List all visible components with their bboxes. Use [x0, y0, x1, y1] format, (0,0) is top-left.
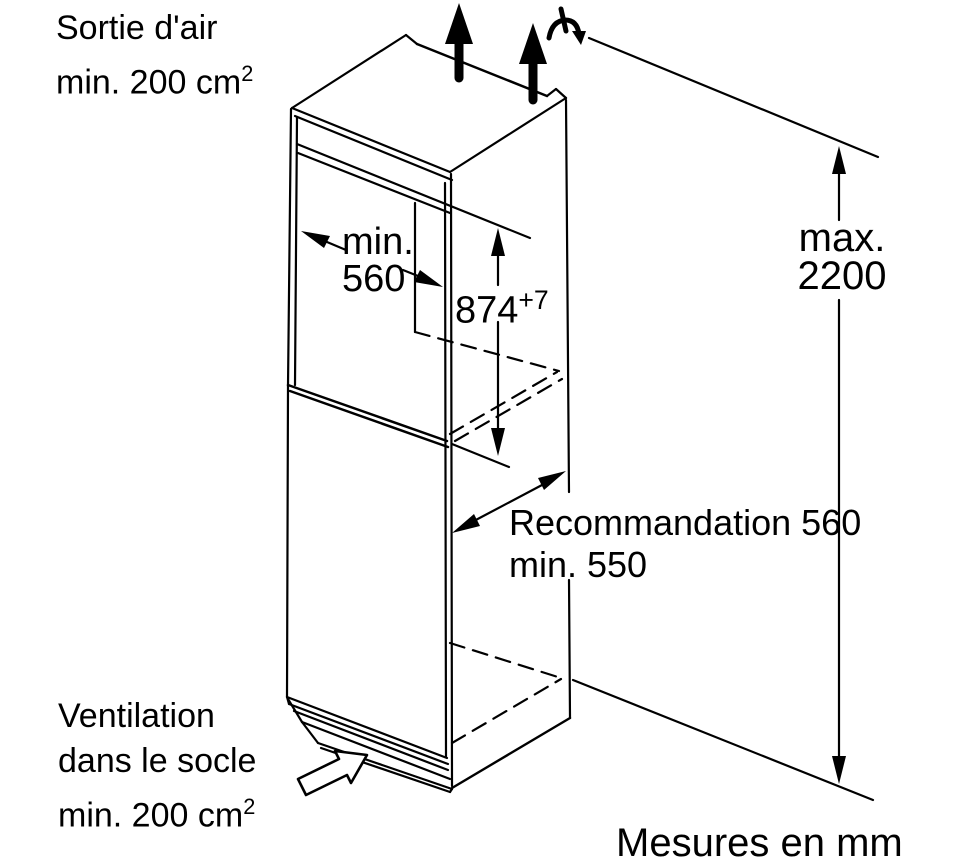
niche-width-line1: min. [342, 221, 414, 263]
airflow-up-arrow-icons [445, 3, 547, 105]
base-hidden-edges [448, 641, 563, 745]
niche-width-line2: 560 [342, 258, 406, 300]
air-outlet-line2: min. 200 cm2 [56, 61, 254, 102]
niche-width-dimension [301, 231, 443, 287]
right-side-panel [450, 98, 572, 790]
total-height-label: max. 2200 [792, 216, 892, 298]
total-height-line2: 2200 [797, 254, 887, 298]
total-height-line1: max. [798, 216, 886, 260]
height-dimension [571, 36, 880, 802]
niche-height-tolerance: +7 [518, 285, 549, 315]
airflow-over-icon [546, 6, 586, 45]
cabinet-top-face [290, 33, 568, 182]
ventilation-arrow-icon [296, 749, 369, 797]
upper-niche-front-frame [286, 107, 532, 788]
depth-label: Recommandation 560 min. 550 [509, 502, 861, 586]
niche-interior-edges [286, 201, 511, 469]
units-note: Mesures en mm [616, 821, 903, 861]
base-vent-line1: Ventilation [58, 697, 215, 735]
depth-dimension [452, 471, 566, 533]
lower-door-panel [285, 384, 450, 766]
air-outlet-label: Sortie d'air min. 200 cm2 [56, 6, 253, 105]
air-outlet-superscript: 2 [241, 61, 254, 86]
base-vent-line3: min. 200 cm2 [58, 794, 256, 835]
base-ventilation-label: Ventilation dans le socle min. 200 cm2 [58, 694, 256, 838]
depth-line2: min. 550 [509, 544, 648, 585]
niche-height-value: 874 [455, 289, 519, 332]
niche-height-dimension [491, 228, 505, 456]
base-vent-superscript: 2 [243, 794, 256, 819]
niche-height-label: 874+7 [455, 285, 549, 333]
niche-width-label: min. 560 [342, 221, 414, 300]
depth-line1: Recommandation 560 [509, 502, 862, 543]
air-outlet-line1: Sortie d'air [56, 9, 218, 47]
niche-hidden-edges [413, 330, 564, 443]
base-vent-line2: dans le socle [58, 742, 257, 780]
